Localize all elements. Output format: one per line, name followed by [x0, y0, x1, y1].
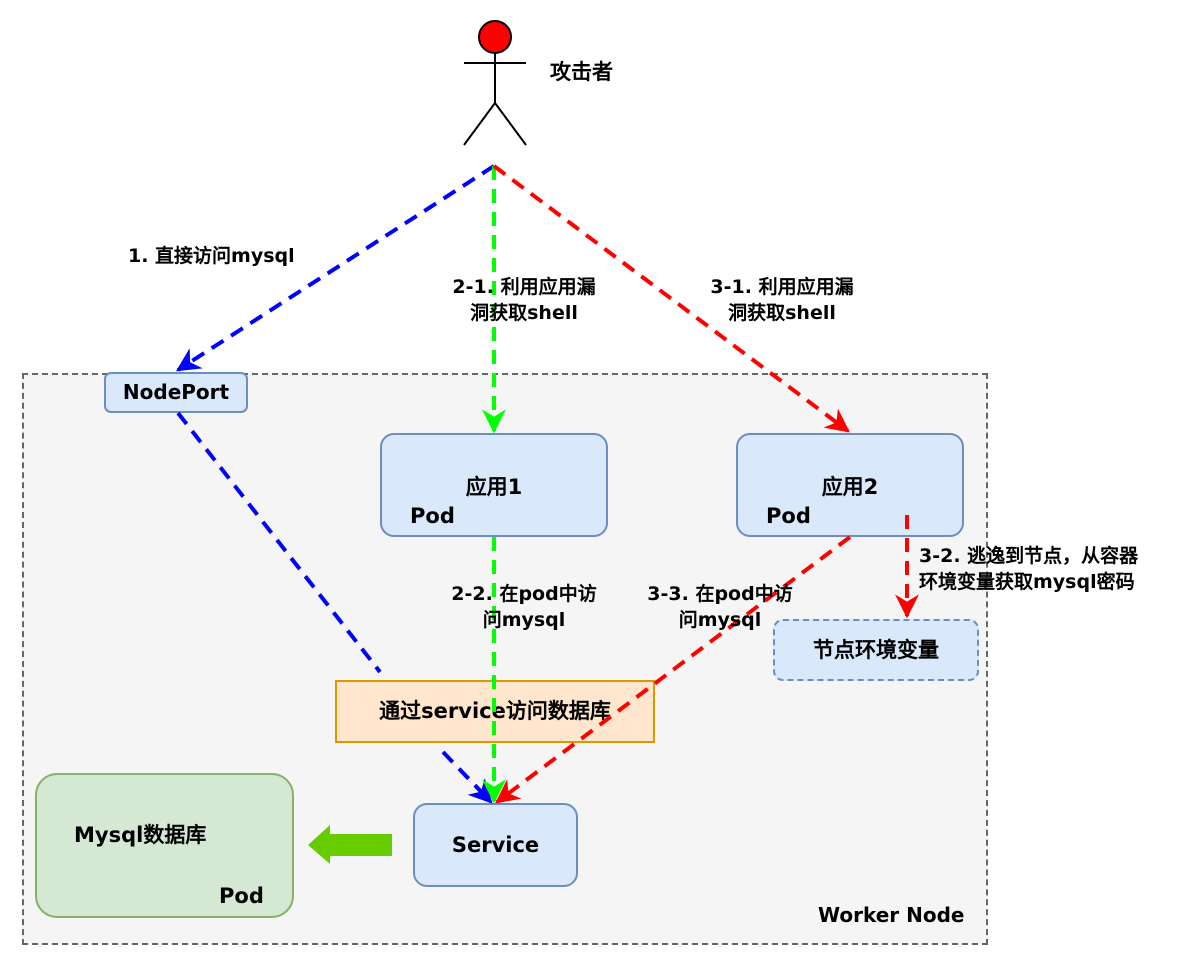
- step3-3-label: 3-3. 在pod中访 问mysql: [620, 582, 820, 633]
- step3-3-label-line2: 问mysql: [678, 608, 762, 631]
- step2-1-label: 2-1. 利用应用漏 洞获取shell: [424, 275, 624, 326]
- app1-pod-label: Pod: [410, 504, 455, 528]
- step3-1-label: 3-1. 利用应用漏 洞获取shell: [682, 275, 882, 326]
- worker-node-label: Worker Node: [818, 903, 965, 927]
- step3-2-label: 3-2. 逃逸到节点，从容器 环境变量获取mysql密码: [919, 544, 1138, 595]
- app2-pod-box[interactable]: 应用2 Pod: [736, 433, 964, 537]
- step3-1-label-line1: 3-1. 利用应用漏: [710, 276, 854, 298]
- nodeport-box[interactable]: NodePort: [104, 372, 248, 413]
- step2-2-label: 2-2. 在pod中访 问mysql: [424, 582, 624, 633]
- service-label: Service: [451, 833, 540, 857]
- via-service-label: 通过service访问数据库: [379, 699, 611, 723]
- mysql-title: Mysql数据库: [74, 823, 207, 847]
- step3-2-label-line2: 环境变量获取mysql密码: [919, 570, 1135, 593]
- mysql-pod-box[interactable]: Mysql数据库 Pod: [35, 773, 294, 918]
- attacker-label: 攻击者: [550, 60, 613, 84]
- nodeport-label: NodePort: [122, 380, 230, 404]
- app2-title: 应用2: [821, 475, 879, 499]
- step2-1-label-line1: 2-1. 利用应用漏: [452, 276, 596, 298]
- step2-1-label-line2: 洞获取shell: [470, 301, 578, 324]
- app1-title: 应用1: [465, 475, 523, 499]
- service-box[interactable]: Service: [413, 803, 578, 887]
- node-env-vars-label: 节点环境变量: [813, 638, 939, 662]
- via-service-note: 通过service访问数据库: [335, 680, 655, 743]
- step2-2-label-line1: 2-2. 在pod中访: [451, 583, 597, 605]
- attacker-head: [478, 20, 512, 54]
- attacker-actor-icon[interactable]: [455, 15, 535, 150]
- app2-pod-label: Pod: [766, 504, 811, 528]
- step2-2-label-line2: 问mysql: [482, 608, 566, 631]
- step1-label: 1. 直接访问mysql: [128, 245, 295, 267]
- step3-2-label-line1: 3-2. 逃逸到节点，从容器: [919, 545, 1139, 567]
- mysql-pod-label: Pod: [219, 884, 264, 908]
- step3-3-label-line1: 3-3. 在pod中访: [647, 583, 793, 605]
- step3-1-label-line2: 洞获取shell: [728, 301, 836, 324]
- app1-pod-box[interactable]: 应用1 Pod: [380, 433, 608, 537]
